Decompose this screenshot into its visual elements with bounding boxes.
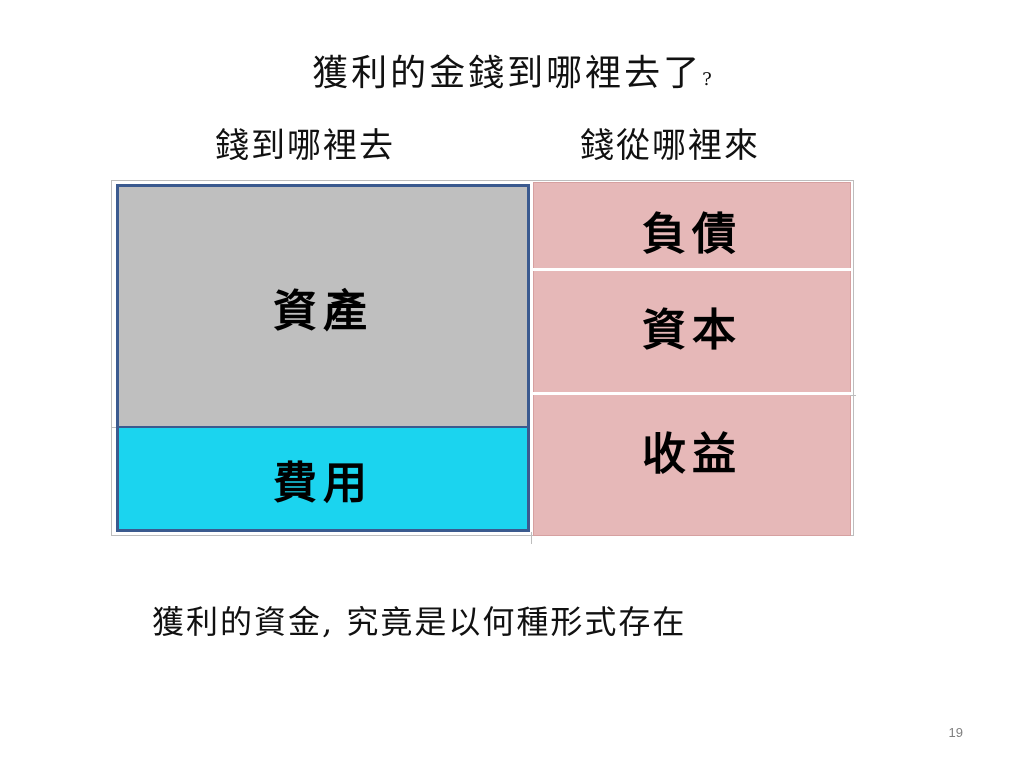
revenue-label: 收益 [642, 429, 742, 480]
assets-label: 資產 [273, 285, 373, 337]
table-frame [111, 180, 854, 536]
title-question-mark: ? [702, 69, 712, 90]
slide-title: 獲利的金錢到哪裡去了? [0, 44, 1024, 96]
left-column-header: 錢到哪裡去 [215, 126, 395, 166]
page-number: 19 [948, 725, 963, 740]
assets-block: 資產 [116, 184, 530, 428]
expenses-label: 費用 [273, 457, 373, 509]
liabilities-label: 負債 [642, 209, 742, 260]
expenses-block: 費用 [116, 426, 530, 532]
right-column-header: 錢從哪裡來 [580, 126, 760, 166]
left-edge-tick [111, 427, 116, 428]
capital-revenue-divider [533, 392, 851, 395]
question-text: 獲利的資金, 究竟是以何種形式存在 [152, 603, 687, 641]
slide-title-text: 獲利的金錢到哪裡去了 [312, 53, 703, 94]
bottom-edge-tick [531, 532, 532, 544]
sources-panel [533, 182, 851, 536]
right-edge-tick [850, 395, 856, 396]
capital-label: 資本 [642, 305, 742, 356]
liabilities-capital-divider [533, 268, 851, 271]
